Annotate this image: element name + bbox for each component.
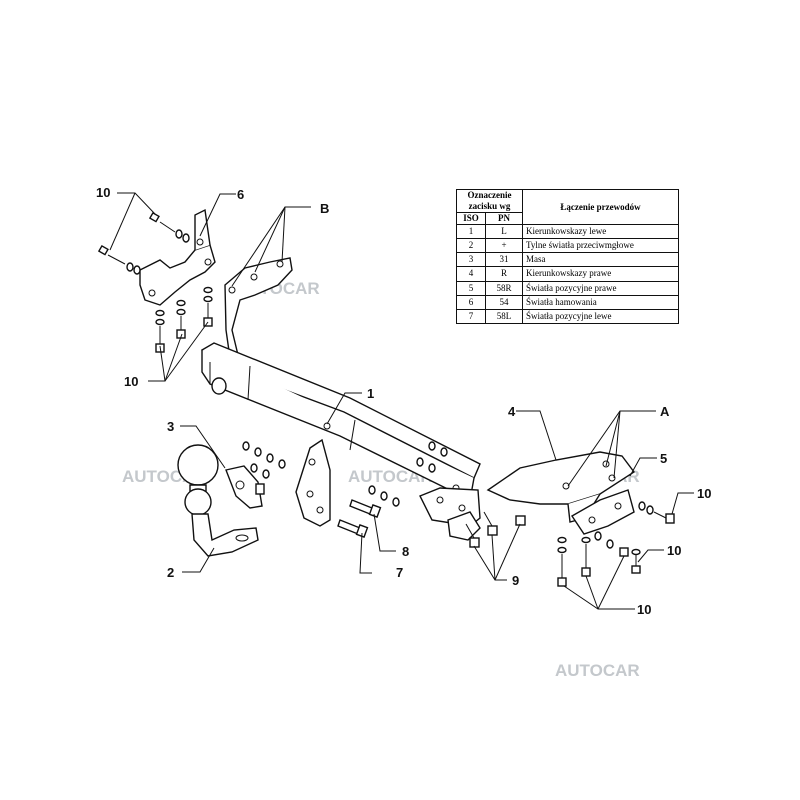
bar-mount-plate-left [295,438,331,527]
cell-desc: Światła pozycyjne lewe [522,308,679,325]
callout-b: B [320,201,329,216]
ball-hitch [177,444,259,557]
callout-9: 9 [512,573,519,588]
cell-iso: 6 [456,294,486,310]
bolt-set-top-left [97,211,190,275]
cell-iso: 3 [456,252,486,268]
cell-iso: 2 [456,238,486,254]
cell-desc: Kierunkowskazy lewe [522,223,679,240]
bolt-set-center [416,441,448,473]
header-wire-connection: Łączenie przewodów [522,189,679,225]
bolt-set-right [557,501,675,587]
callout-6: 6 [237,187,244,202]
table-row: 5 58R Światła pozycyjne prawe [456,280,679,296]
callout-10-right-lower: 10 [667,543,681,558]
callout-10-mid-left: 10 [124,374,138,389]
callout-10-top-left: 10 [96,185,110,200]
header-pn: PN [485,212,523,225]
table-row: 1 L Kierunkowskazy lewe [456,223,679,240]
callout-10-bottom: 10 [637,602,651,617]
cell-pn: 58L [485,308,523,325]
callout-8: 8 [402,544,409,559]
frame-plate-b [224,257,293,359]
right-angle-bracket [571,489,635,535]
callout-7: 7 [396,565,403,580]
callout-10-right-upper: 10 [697,486,711,501]
cell-iso: 1 [456,223,486,240]
table-header-row: Oznaczenie zacisku wg Łączenie przewodów [456,189,679,225]
cell-pn: 58R [485,280,523,296]
callout-5: 5 [660,451,667,466]
bolt-set-7-8 [337,485,400,538]
main-crossbar [201,342,481,502]
table-row: 2 + Tylne światła przeciwmgłowe [456,238,679,254]
wiring-table: Oznaczenie zacisku wg Łączenie przewodów… [456,189,679,325]
cell-desc: Kierunkowskazy prawe [522,266,679,282]
table-row: 7 58L Światła pozycyjne lewe [456,308,679,325]
cell-iso: 4 [456,266,486,282]
leader-lines [109,192,694,610]
table-row: 6 54 Światła hamowania [456,294,679,310]
socket-plate [225,465,265,509]
callout-4: 4 [508,404,516,419]
cell-iso: 7 [456,308,486,325]
table-row: 4 R Kierunkowskazy prawe [456,266,679,282]
left-bracket [139,208,216,306]
cell-pn: + [485,238,523,254]
cell-pn: L [485,223,523,240]
cell-desc: Masa [522,252,679,268]
table-row: 3 31 Masa [456,252,679,268]
cell-iso: 5 [456,280,486,296]
cell-desc: Tylne światła przeciwmgłowe [522,238,679,254]
cell-desc: Światła hamowania [522,294,679,310]
bolt-set-hitch [242,441,286,479]
cell-pn: R [485,266,523,282]
callout-2: 2 [167,565,174,580]
cell-desc: Światła pozycyjne prawe [522,280,679,296]
callout-1: 1 [367,386,374,401]
header-iso: ISO [456,212,486,225]
watermark-bottom: AUTOCAR [555,661,640,680]
cell-pn: 31 [485,252,523,268]
callout-3: 3 [167,419,174,434]
cell-pn: 54 [485,294,523,310]
callout-a: A [660,404,670,419]
header-terminal-marking: Oznaczenie zacisku wg [456,189,523,213]
bar-mount-plate-right [419,487,481,541]
